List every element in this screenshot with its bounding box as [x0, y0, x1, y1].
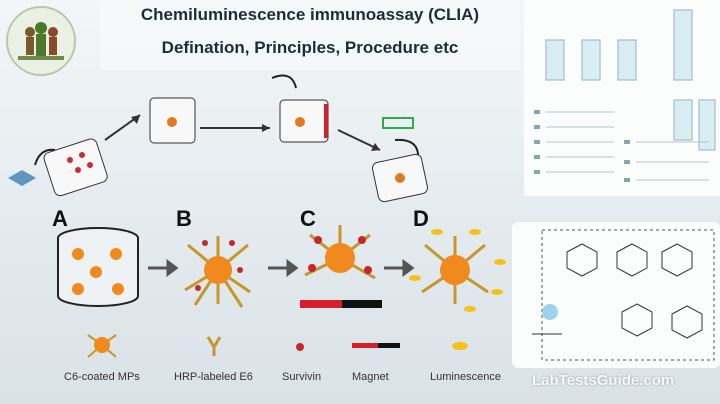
magnet-legend-red	[352, 343, 378, 348]
people-icon	[18, 22, 64, 60]
step-b-complex	[184, 236, 251, 308]
magnet-red-end	[300, 300, 342, 308]
legend-symbols	[87, 334, 468, 358]
legend-label-survivin: Survivin	[282, 371, 322, 383]
antibody-legend-icon	[206, 336, 222, 356]
logo	[6, 6, 76, 76]
step-label-c: C	[300, 206, 316, 231]
reference-panel-top	[524, 0, 720, 196]
legend-label-particles: C6-coated MPs	[64, 371, 140, 383]
upper-workflow	[8, 74, 428, 203]
step-label-a: A	[52, 206, 68, 231]
step-a-container	[57, 227, 139, 307]
page-subtitle: Defination, Principles, Procedure etc	[161, 38, 459, 57]
tube-sequence-figure	[534, 9, 716, 182]
luminescence-glow	[409, 229, 506, 312]
survivin-legend-icon	[296, 343, 304, 351]
step-arrows	[148, 259, 415, 277]
reaction-scheme-figure	[532, 229, 715, 361]
step-label-d: D	[413, 206, 429, 231]
step-c-complex	[300, 225, 382, 308]
coated-particles	[72, 248, 124, 295]
luminescence-legend-icon	[452, 342, 468, 350]
legend-label-antibody: HRP-labeled E6	[174, 371, 253, 383]
legend-label-magnet: Magnet	[352, 371, 389, 383]
step-d-complex	[409, 229, 506, 312]
watermark-text: LabTestsGuide.com	[532, 372, 675, 389]
legend-label-luminescence: Luminescence	[430, 371, 501, 383]
reference-panel-bottom	[512, 222, 720, 368]
particle-legend-icon	[94, 337, 110, 353]
magnet-black-end	[342, 300, 382, 308]
step-label-b: B	[176, 206, 192, 231]
page-title: Chemiluminescence immunoassay (CLIA)	[140, 5, 480, 24]
magnet-legend-black	[378, 343, 400, 348]
title-box: Chemiluminescence immunoassay (CLIA) Def…	[100, 0, 520, 70]
